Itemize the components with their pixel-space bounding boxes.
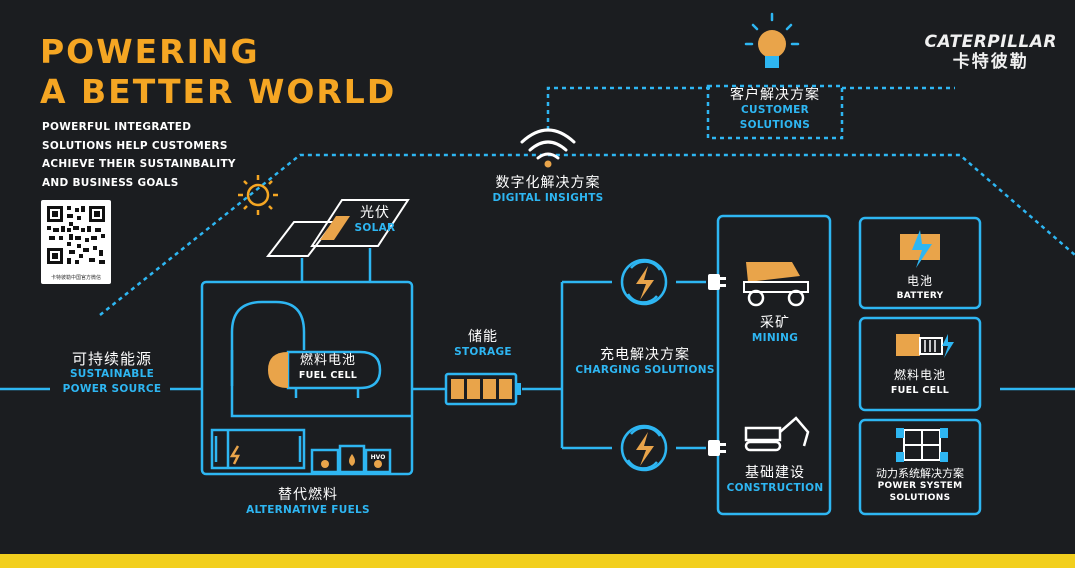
headline-line-1: POWERING — [40, 32, 260, 71]
mining-label: 采矿 MINING — [751, 315, 799, 345]
charger-top-circle — [620, 258, 668, 306]
solar-label: 光伏 SOLAR — [354, 205, 396, 235]
plug-icons — [708, 274, 726, 456]
customer-solutions-label: 客户解决方案 CUSTOMER SOLUTIONS — [730, 87, 820, 132]
tank-outline — [230, 300, 306, 386]
qr-caption: 卡特彼勒中国官方微信 — [50, 275, 101, 281]
charger-top-arrow — [630, 260, 662, 271]
fuel-cell-card-icon — [896, 334, 954, 358]
charging-solutions-label: 充电解决方案 CHARGING SOLUTIONS — [575, 347, 715, 377]
lightbulb-icon — [744, 12, 800, 68]
tank-fuel — [338, 444, 366, 474]
dotted-network-lines — [99, 84, 1075, 316]
digital-to-customer-line — [546, 86, 710, 130]
generator-bolt-icon — [229, 445, 241, 465]
lightning-bottom-icon — [636, 432, 654, 466]
power-system-card — [858, 418, 982, 516]
fuel-cell-pill — [268, 350, 382, 398]
customer-dotted-box — [706, 84, 844, 140]
sun-icon — [238, 175, 278, 215]
battery-card — [858, 216, 982, 310]
charger-to-plug-lines — [676, 280, 706, 450]
fuel-drop-icon — [349, 454, 355, 466]
intro-line-2: SOLUTIONS HELP CUSTOMERS — [42, 139, 228, 152]
headline-line-2: A BETTER WORLD — [40, 72, 397, 111]
intro-text: POWERFUL INTEGRATED SOLUTIONS HELP CUSTO… — [42, 118, 236, 192]
hvo-tank-label: HVO — [370, 454, 386, 461]
fuel-room-floor — [230, 350, 412, 418]
solar-mast-lines — [300, 248, 372, 282]
tank-h2 — [310, 448, 340, 474]
brand-name-en: CATERPILLAR — [924, 32, 1057, 52]
fuel-cell-center-label: 燃料电池 FUEL CELL — [298, 353, 358, 381]
qr-code: 卡特彼勒中国官方微信 — [41, 200, 111, 284]
lightning-top-icon — [636, 266, 654, 300]
top-network-line — [99, 153, 1075, 316]
sustainable-power-label: 可持续能源 SUSTAINABLE POWER SOURCE — [62, 350, 162, 396]
battery-card-label: 电池 BATTERY — [896, 274, 944, 301]
hvo-tank-marker — [374, 460, 382, 468]
brand-logo: CATERPILLAR 卡特彼勒 — [924, 32, 1057, 72]
battery-card-icon — [900, 230, 940, 268]
wifi-icon — [520, 128, 576, 168]
brand-name-cn: 卡特彼勒 — [952, 52, 1029, 72]
mining-truck-icon — [743, 262, 809, 307]
digital-insights-label: 数字化解决方案 DIGITAL INSIGHTS — [492, 175, 604, 205]
intro-line-3: ACHIEVE THEIR SUSTAINBALITY — [42, 158, 236, 170]
charger-bottom-circle — [620, 424, 668, 472]
bottom-yellow-strip — [0, 554, 1075, 568]
intro-line-4: AND BUSINESS GOALS — [42, 176, 179, 189]
charger-top-arrow-2 — [626, 293, 658, 304]
power-system-card-icon — [896, 428, 948, 462]
mining-construction-box — [716, 214, 832, 516]
charging-branch-line — [560, 280, 612, 450]
power-system-card-label: 动力系统解决方案 POWER SYSTEM SOLUTIONS — [876, 467, 964, 504]
fuel-system-box — [200, 280, 414, 476]
solar-panel-icon — [265, 199, 410, 257]
generator-detail — [214, 430, 302, 468]
excavator-icon — [744, 416, 810, 452]
charger-bottom-arrow-2 — [626, 459, 658, 470]
storage-label: 储能 STORAGE — [454, 329, 512, 359]
intro-line-1: POWERFUL INTEGRATED — [42, 121, 192, 133]
charger-bottom-arrow — [630, 426, 662, 437]
storage-battery-icon — [444, 372, 521, 406]
h2-tank-marker — [321, 460, 329, 468]
fuel-cell-card-label: 燃料电池 FUEL CELL — [890, 368, 950, 396]
alternative-fuels-label: 替代燃料 ALTERNATIVE FUELS — [246, 487, 370, 517]
tank-hvo — [364, 448, 392, 474]
qr-code-icon — [46, 205, 106, 265]
generator-outline — [210, 428, 306, 470]
construction-label: 基础建设 CONSTRUCTION — [726, 465, 824, 495]
headline: POWERING A BETTER WORLD — [40, 32, 396, 112]
fuel-cell-card — [858, 316, 982, 412]
